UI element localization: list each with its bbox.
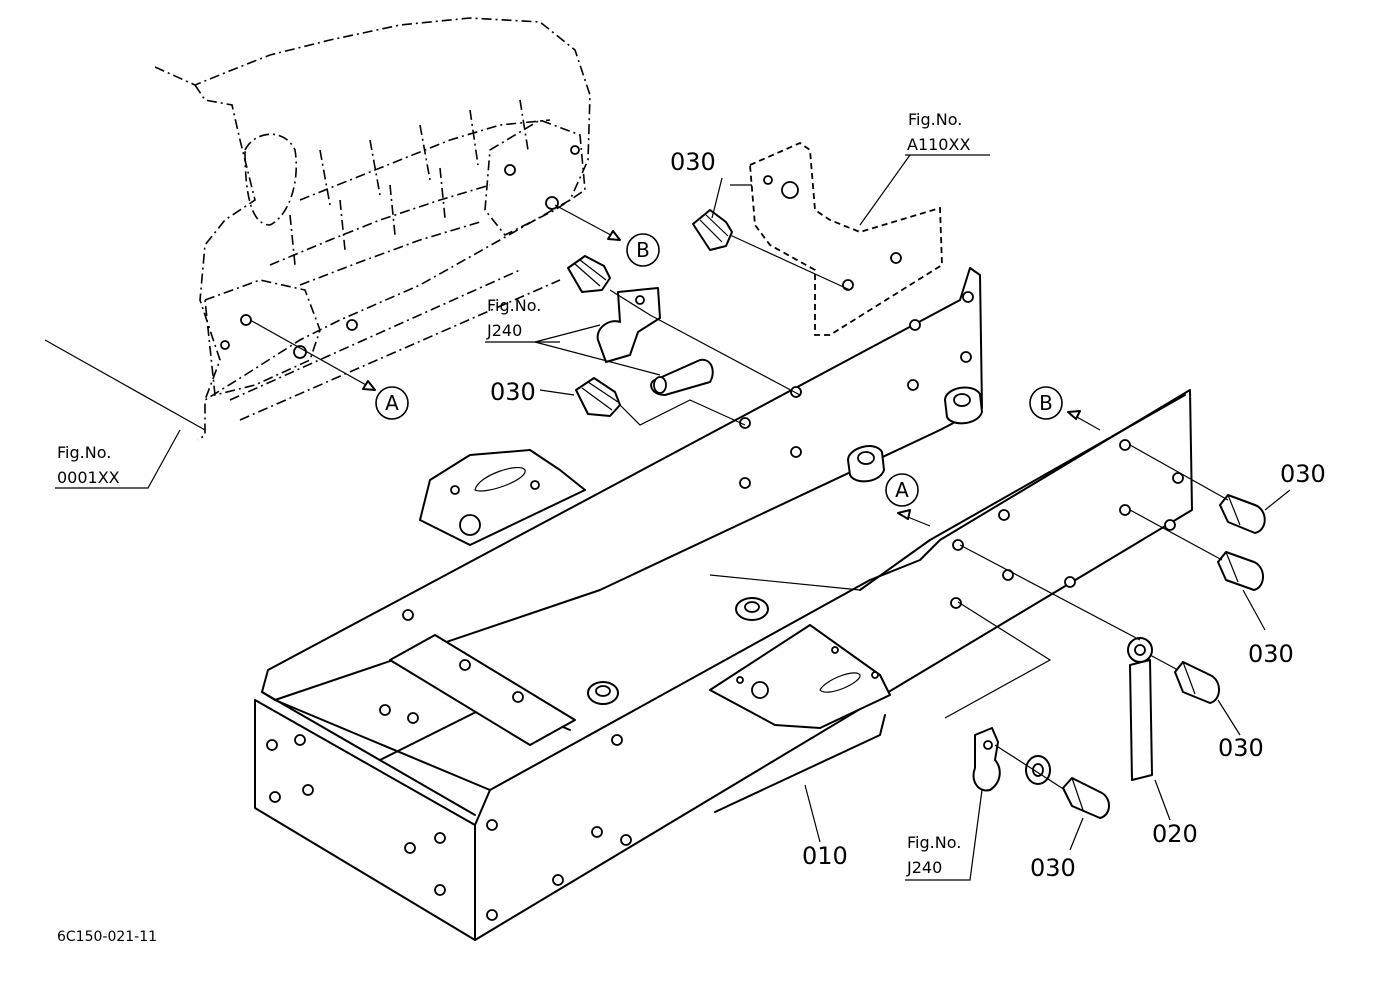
- part-label-frame: 010: [802, 842, 848, 870]
- part-label-bolt-right-3: 030: [1218, 734, 1264, 762]
- part-label-bolt-bracket: 030: [670, 148, 716, 176]
- marker-a-frame: A: [885, 473, 919, 507]
- leader-lines: [55, 154, 1291, 881]
- clamp-upper: [596, 287, 714, 396]
- bolt-right-3: [1174, 661, 1220, 704]
- svg-text:A: A: [385, 391, 399, 415]
- bolt-group: [567, 209, 1266, 819]
- part-label-bolt-bottom: 030: [1030, 854, 1076, 882]
- part-label-bolt-right-1: 030: [1280, 460, 1326, 488]
- part-label-bolt-clamp: 030: [490, 378, 536, 406]
- svg-text:B: B: [1039, 391, 1053, 415]
- marker-b-engine: B: [626, 233, 660, 267]
- svg-text:J240: J240: [486, 321, 522, 340]
- fig-ref-clamp-upper: Fig.No. J240: [486, 296, 541, 340]
- part-label-bolt-right-2: 030: [1248, 640, 1294, 668]
- bolt-clamp-upper: [567, 255, 611, 293]
- bolt-right-2: [1217, 551, 1264, 591]
- svg-text:Fig.No.: Fig.No.: [57, 443, 111, 462]
- frame-010: [254, 267, 1193, 941]
- svg-text:A110XX: A110XX: [907, 135, 970, 154]
- svg-text:Fig.No.: Fig.No.: [907, 833, 961, 852]
- svg-text:A: A: [895, 478, 909, 502]
- part-label-strap: 020: [1152, 820, 1198, 848]
- engine-block: [44, 17, 591, 441]
- drawing-code: 6C150-021-11: [57, 929, 157, 945]
- svg-text:Fig.No.: Fig.No.: [487, 296, 541, 315]
- bolt-clamp-lower: [575, 377, 621, 417]
- strap-020: [1127, 637, 1153, 781]
- bolt-right-1: [1219, 494, 1266, 534]
- clamp-lower: [972, 727, 1051, 792]
- svg-text:Fig.No.: Fig.No.: [908, 110, 962, 129]
- bolt-bottom: [1062, 777, 1110, 819]
- fig-ref-clamp-lower: Fig.No. J240: [906, 833, 961, 877]
- marker-b-frame: B: [1029, 386, 1063, 420]
- fig-ref-engine: Fig.No. 0001XX: [57, 443, 120, 487]
- svg-text:B: B: [636, 238, 650, 262]
- fig-ref-bracket: Fig.No. A110XX: [907, 110, 970, 154]
- bracket-a110xx: [730, 141, 943, 336]
- svg-text:J240: J240: [906, 858, 942, 877]
- bolt-bracket: [692, 209, 733, 251]
- svg-text:0001XX: 0001XX: [57, 468, 120, 487]
- marker-a-engine: A: [375, 386, 409, 420]
